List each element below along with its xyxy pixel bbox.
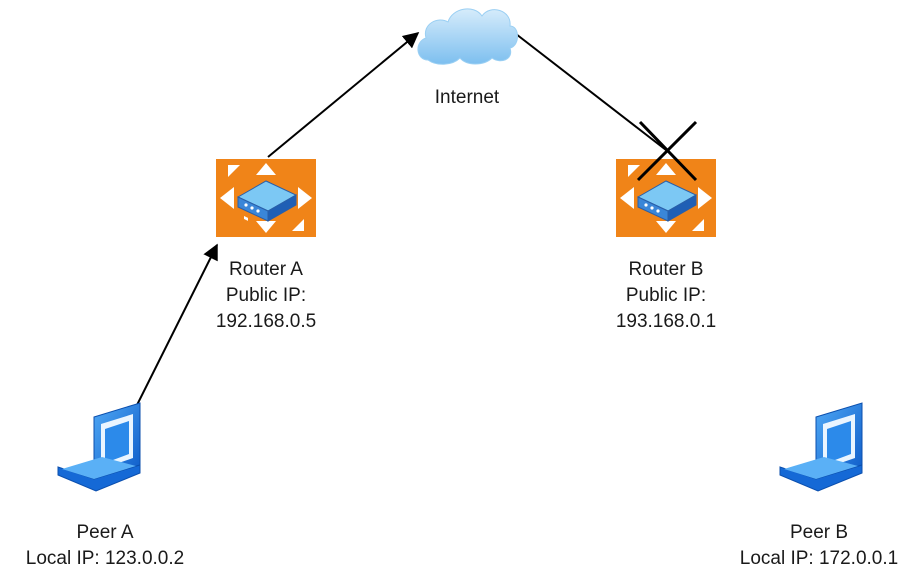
link-internet-to-router-b (515, 33, 667, 151)
laptop-icon-a (57, 402, 141, 492)
link-router-a-to-internet (267, 31, 420, 158)
blocked-x-icon (636, 120, 698, 182)
internet-label: Internet (434, 87, 500, 108)
router-a-label: Router A Public IP: 192.168.0.5 (186, 257, 346, 335)
laptop-icon-b (779, 402, 863, 492)
peer-a-name: Peer A (76, 522, 134, 543)
router-b-name: Router B (628, 259, 704, 280)
peer-a-local-ip: Local IP: 123.0.0.2 (25, 548, 185, 569)
router-b-ip: 193.168.0.1 (615, 311, 717, 332)
link-peer-a-to-router-a (132, 243, 218, 414)
cloud-icon (417, 8, 518, 65)
router-icon-b (616, 159, 716, 237)
router-b-ip-label: Public IP: (625, 285, 707, 306)
peer-b-local-ip: Local IP: 172.0.0.1 (739, 548, 899, 569)
router-b-label: Router B Public IP: 193.168.0.1 (586, 257, 746, 335)
router-icon-a (216, 159, 316, 237)
peer-a-label: Peer A Local IP: 123.0.0.2 (0, 520, 210, 572)
router-a-ip-label: Public IP: (225, 285, 307, 306)
router-a-name: Router A (229, 259, 303, 280)
router-a-ip: 192.168.0.5 (215, 311, 317, 332)
peer-b-name: Peer B (789, 522, 849, 543)
peer-b-label: Peer B Local IP: 172.0.0.1 (716, 520, 922, 572)
